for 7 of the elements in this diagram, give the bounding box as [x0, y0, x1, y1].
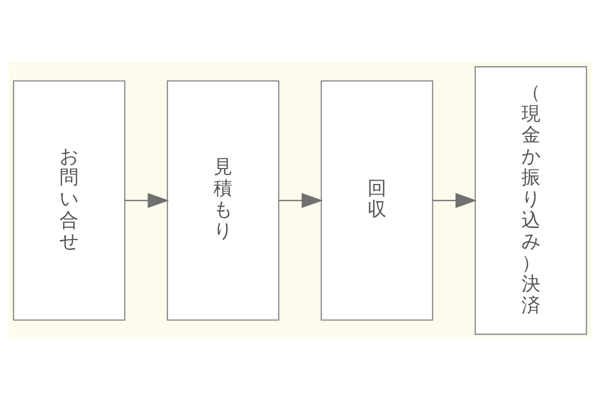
- node-box: （現金か振り込み）決済: [474, 66, 588, 334]
- arrow: [278, 192, 323, 208]
- arrow: [432, 192, 477, 208]
- node-box: 回収: [320, 80, 434, 320]
- arrow: [125, 192, 170, 208]
- node-box: 見積もり: [166, 80, 280, 320]
- node-box: お問い合せ: [12, 80, 126, 320]
